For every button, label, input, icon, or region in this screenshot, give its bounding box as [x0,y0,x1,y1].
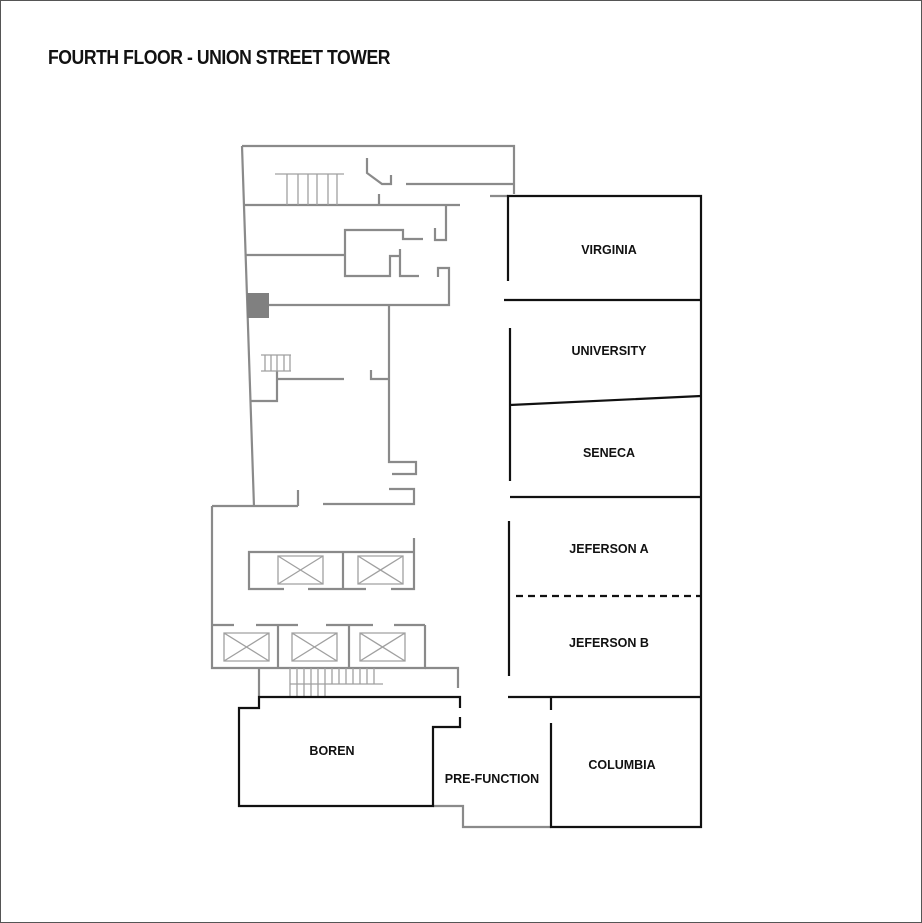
room-jeferson-b: JEFERSON B [569,636,649,650]
stairs-small [261,354,291,372]
room-university: UNIVERSITY [571,344,647,358]
page-title: FOURTH FLOOR - UNION STREET TOWER [48,47,391,69]
stairs-north [275,173,344,205]
stairs-south [289,668,383,696]
service-core [210,144,551,829]
room-jeferson-a: JEFERSON A [569,542,648,556]
room-boren: BOREN [309,744,354,758]
room-virginia: VIRGINIA [581,243,637,257]
meeting-rooms [237,194,703,829]
room-columbia: COLUMBIA [588,758,655,772]
elevators [223,555,406,662]
area-pre-function: PRE-FUNCTION [445,772,539,786]
column [247,293,269,318]
room-seneca: SENECA [583,446,635,460]
